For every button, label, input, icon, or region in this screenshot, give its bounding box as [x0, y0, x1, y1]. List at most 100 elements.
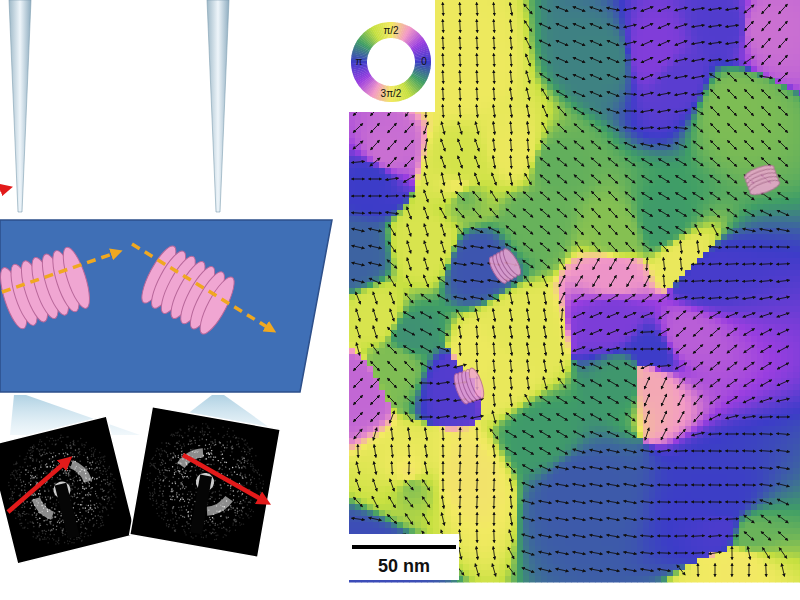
- map-pixel: [565, 108, 572, 115]
- map-pixel: [397, 138, 404, 145]
- map-pixel: [565, 90, 572, 97]
- map-pixel: [769, 78, 776, 85]
- map-pixel: [661, 126, 668, 133]
- map-pixel: [607, 30, 614, 37]
- map-pixel: [481, 114, 488, 121]
- map-pixel: [529, 54, 536, 61]
- map-pixel: [487, 78, 494, 85]
- map-pixel: [451, 54, 458, 61]
- map-pixel: [649, 120, 656, 127]
- map-pixel: [703, 114, 710, 121]
- map-pixel: [415, 120, 422, 127]
- map-pixel: [577, 36, 584, 43]
- map-pixel: [745, 108, 752, 115]
- map-pixel: [751, 60, 758, 67]
- map-pixel: [619, 18, 626, 25]
- map-pixel: [793, 72, 800, 79]
- map-pixel: [589, 42, 596, 49]
- map-pixel: [751, 72, 758, 79]
- map-pixel: [349, 120, 356, 127]
- map-pixel: [781, 18, 788, 25]
- map-pixel: [541, 138, 548, 145]
- map-pixel: [619, 138, 626, 145]
- map-pixel: [691, 0, 698, 7]
- map-pixel: [451, 18, 458, 25]
- map-pixel: [667, 12, 674, 19]
- map-pixel: [499, 72, 506, 79]
- map-pixel: [793, 102, 800, 109]
- map-pixel: [721, 24, 728, 31]
- map-pixel: [505, 42, 512, 49]
- map-pixel: [691, 18, 698, 25]
- map-pixel: [427, 114, 434, 121]
- map-pixel: [445, 66, 452, 73]
- map-pixel: [673, 30, 680, 37]
- map-pixel: [535, 132, 542, 139]
- map-pixel: [463, 120, 470, 127]
- map-pixel: [487, 0, 494, 7]
- map-pixel: [781, 48, 788, 55]
- map-pixel: [787, 72, 794, 79]
- map-pixel: [613, 114, 620, 121]
- map-pixel: [529, 96, 536, 103]
- map-pixel: [487, 102, 494, 109]
- map-pixel: [745, 66, 752, 73]
- map-pixel: [637, 18, 644, 25]
- map-pixel: [727, 126, 734, 133]
- map-pixel: [667, 84, 674, 91]
- map-pixel: [559, 30, 566, 37]
- map-pixel: [445, 36, 452, 43]
- map-pixel: [529, 126, 536, 133]
- map-pixel: [601, 150, 608, 157]
- map-pixel: [523, 102, 530, 109]
- map-pixel: [727, 36, 734, 43]
- map-pixel: [601, 6, 608, 13]
- map-pixel: [649, 126, 656, 133]
- map-pixel: [673, 144, 680, 151]
- map-pixel: [613, 0, 620, 7]
- map-pixel: [739, 0, 746, 7]
- map-pixel: [613, 150, 620, 157]
- map-pixel: [511, 138, 518, 145]
- map-pixel: [661, 12, 668, 19]
- map-pixel: [775, 90, 782, 97]
- map-pixel: [499, 114, 506, 121]
- map-pixel: [745, 114, 752, 121]
- map-pixel: [517, 12, 524, 19]
- map-pixel: [793, 18, 800, 25]
- map-pixel: [697, 0, 704, 7]
- map-pixel: [691, 144, 698, 151]
- map-pixel: [553, 84, 560, 91]
- map-pixel: [787, 138, 794, 145]
- map-pixel: [685, 150, 692, 157]
- map-pixel: [607, 48, 614, 55]
- map-pixel: [535, 42, 542, 49]
- map-pixel: [571, 126, 578, 133]
- map-pixel: [391, 114, 398, 121]
- map-pixel: [667, 54, 674, 61]
- map-pixel: [637, 96, 644, 103]
- map-pixel: [463, 108, 470, 115]
- map-pixel: [373, 120, 380, 127]
- map-pixel: [499, 132, 506, 139]
- map-pixel: [769, 102, 776, 109]
- map-pixel: [769, 12, 776, 19]
- map-pixel: [703, 78, 710, 85]
- map-pixel: [787, 114, 794, 121]
- map-pixel: [469, 144, 476, 151]
- map-pixel: [427, 132, 434, 139]
- map-pixel: [619, 66, 626, 73]
- map-pixel: [667, 42, 674, 49]
- map-pixel: [457, 102, 464, 109]
- map-pixel: [709, 102, 716, 109]
- map-pixel: [691, 54, 698, 61]
- map-pixel: [511, 60, 518, 67]
- map-pixel: [679, 150, 686, 157]
- map-pixel: [601, 18, 608, 25]
- map-pixel: [691, 30, 698, 37]
- map-pixel: [745, 96, 752, 103]
- map-pixel: [487, 84, 494, 91]
- map-pixel: [709, 114, 716, 121]
- map-pixel: [451, 6, 458, 13]
- map-pixel: [577, 12, 584, 19]
